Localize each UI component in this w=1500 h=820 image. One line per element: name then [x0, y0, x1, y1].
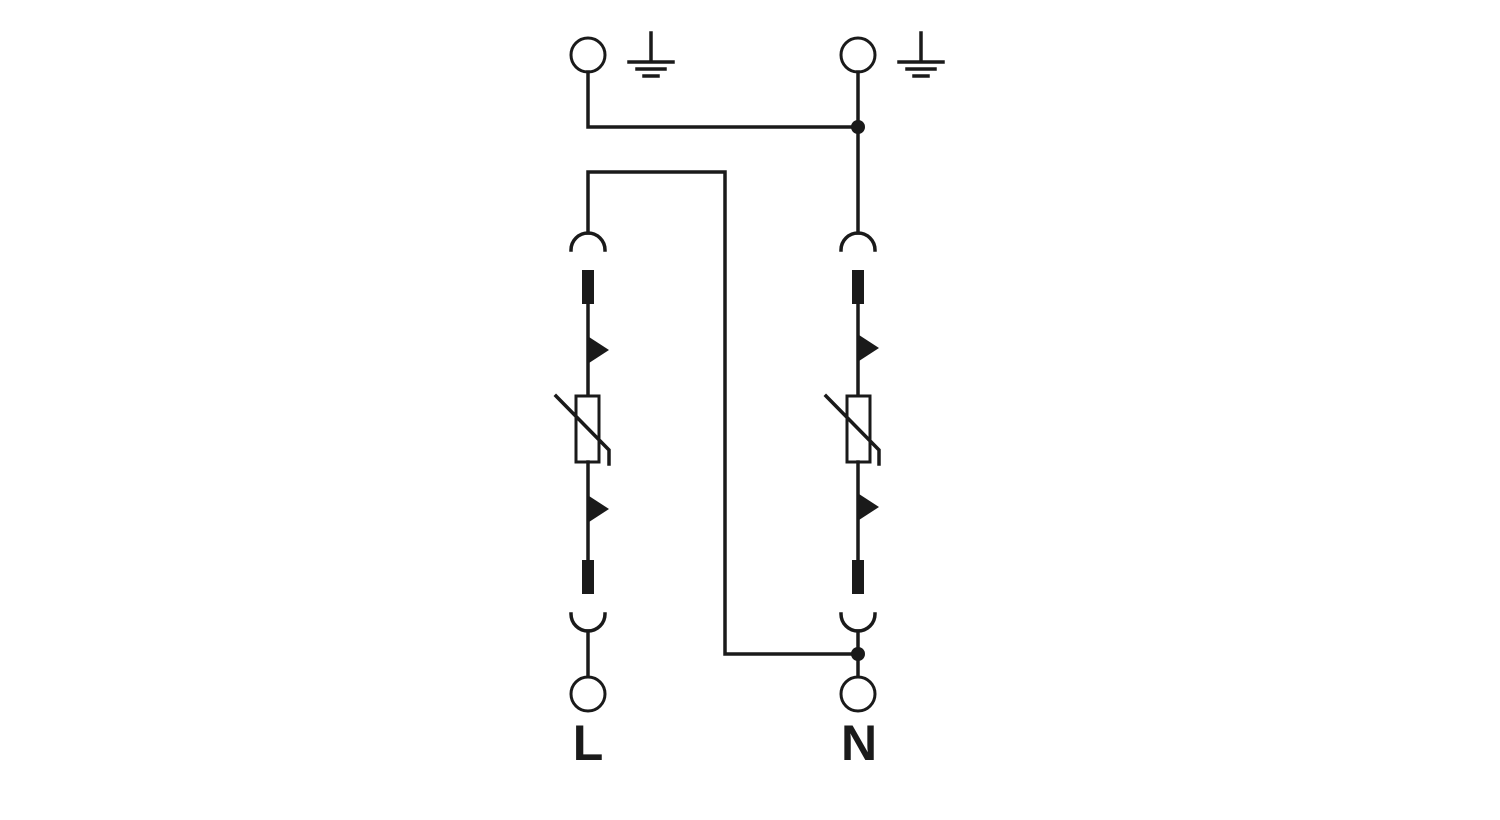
spark-gap-icon [589, 496, 609, 522]
ground-bus-wire [586, 70, 865, 235]
top-left-ground-terminal [569, 31, 675, 78]
line-terminal: L [569, 675, 607, 771]
spark-gap-icon [589, 337, 609, 363]
spark-gap-icon [859, 494, 879, 520]
right-protection-branch [823, 231, 881, 679]
bridge-wire [586, 170, 865, 661]
contact-block [582, 270, 594, 304]
terminal-label-l: L [573, 715, 604, 771]
contact-block [582, 560, 594, 594]
varistor-icon [823, 393, 881, 466]
neutral-terminal: N [839, 675, 877, 771]
junction-dot [851, 120, 865, 134]
contact-block [852, 560, 864, 594]
terminal-label-n: N [841, 715, 877, 771]
ground-icon [627, 31, 675, 78]
spark-gap-icon [859, 335, 879, 361]
terminal-circle-icon [839, 36, 877, 74]
plug-connector-icon [839, 231, 877, 252]
plug-connector-icon [839, 612, 877, 633]
contact-block [852, 270, 864, 304]
plug-connector-icon [569, 612, 607, 633]
terminal-circle-icon [839, 675, 877, 713]
terminal-circle-icon [569, 36, 607, 74]
terminal-circle-icon [569, 675, 607, 713]
left-protection-branch [553, 231, 611, 679]
ground-icon [897, 31, 945, 78]
top-right-ground-terminal [839, 31, 945, 78]
plug-connector-icon [569, 231, 607, 252]
varistor-icon [553, 393, 611, 466]
